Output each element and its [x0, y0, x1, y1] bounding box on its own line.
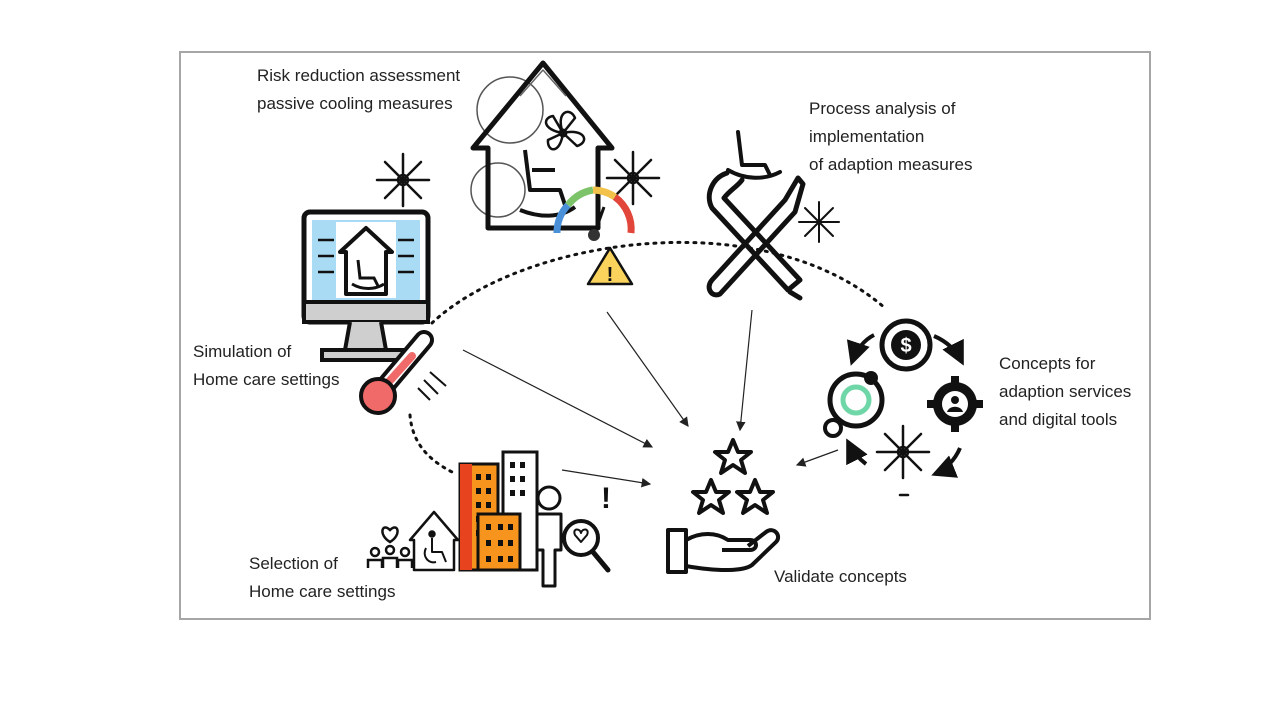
person-magnifier-icon: ! — [535, 482, 611, 588]
label-line: Risk reduction assessment — [257, 66, 461, 85]
dollar-mark: $ — [900, 335, 911, 357]
orbit-planet-icon — [823, 371, 885, 438]
snowflake-icon — [605, 150, 661, 206]
label-selection: Selection of Home care settings — [249, 550, 395, 606]
label-line: Process analysis of — [809, 99, 956, 118]
user-gear-icon — [927, 376, 983, 432]
dotted-cycle-top — [430, 240, 887, 325]
label-risk-reduction: Risk reduction assessment passive coolin… — [257, 62, 460, 118]
label-process-analysis: Process analysis of implementation of ad… — [809, 95, 973, 179]
monitor-icon — [301, 209, 431, 362]
thermometer-icon — [359, 330, 447, 415]
label-line: Selection of — [249, 554, 338, 573]
label-line: implementation — [809, 127, 925, 146]
temperature-gauge-icon — [553, 186, 635, 241]
label-line: Home care settings — [249, 582, 396, 601]
label-line: passive cooling measures — [257, 94, 453, 113]
accessible-house-icon — [408, 510, 460, 572]
label-line: Validate concepts — [774, 567, 907, 586]
warning-icon: ! — [586, 246, 634, 286]
label-line: Simulation of — [193, 342, 292, 361]
snowflake-icon — [875, 424, 931, 497]
label-line: of adaption measures — [809, 155, 973, 174]
hand-stars-icon — [666, 438, 781, 574]
warning-mark: ! — [607, 264, 614, 286]
exclamation-mark: ! — [601, 482, 611, 515]
diagram-frame — [179, 51, 1151, 620]
snowflake-icon — [375, 152, 431, 208]
label-line: Home care settings — [193, 370, 340, 389]
care-group-icon — [366, 526, 414, 568]
tools-icon — [706, 130, 806, 301]
house-fan-icon — [470, 60, 615, 231]
label-validate: Validate concepts — [774, 563, 907, 591]
buildings-icon — [458, 450, 539, 572]
flow-arrows — [462, 309, 839, 488]
label-line: and digital tools — [999, 410, 1118, 429]
label-simulation: Simulation of Home care settings — [193, 338, 339, 394]
label-line: adaption services — [999, 382, 1132, 401]
cycle-arrows-icon — [846, 333, 964, 478]
dotted-cycle-left — [408, 413, 454, 474]
dollar-coin-icon: $ — [879, 318, 933, 372]
snowflake-icon — [798, 201, 840, 243]
label-line: Concepts for — [999, 354, 1096, 373]
label-concepts: Concepts for adaption services and digit… — [999, 350, 1131, 434]
